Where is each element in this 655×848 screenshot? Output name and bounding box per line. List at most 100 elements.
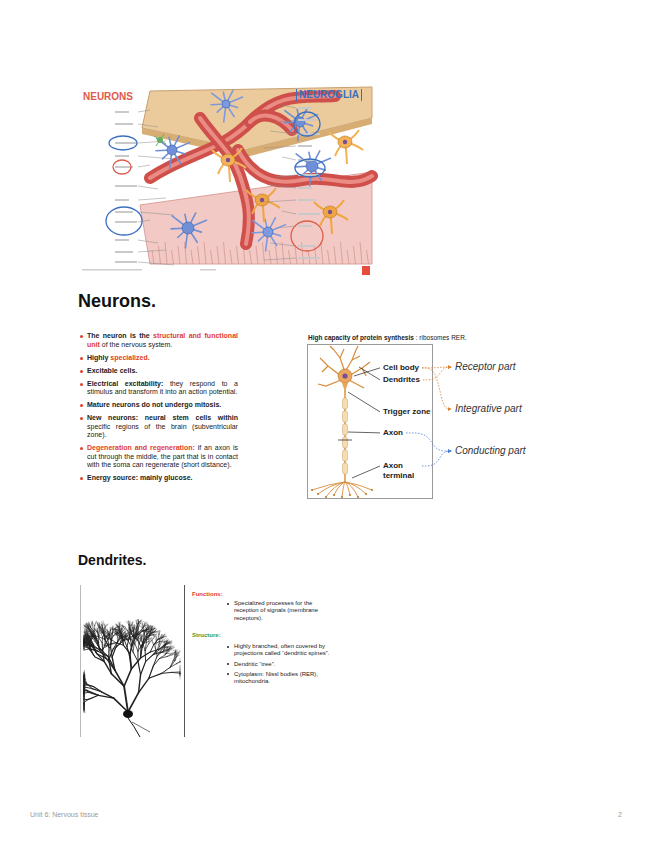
drawing-part [100, 630, 101, 633]
drawing-part [84, 640, 86, 642]
figure-heading: NEUROGLIA [296, 89, 362, 101]
drawing-part [84, 689, 85, 691]
bullet-text: New neurons: neural stem cells within sp… [80, 414, 238, 440]
drawing-part [172, 250, 174, 264]
drawing-part [84, 643, 85, 645]
drawing-part [138, 141, 166, 143]
drawing-part [84, 637, 87, 639]
drawing-part [200, 269, 216, 271]
drawing-part [88, 623, 91, 626]
drawing-part [263, 227, 273, 237]
drawing-part [180, 673, 181, 674]
drawing-part [111, 647, 113, 657]
drawing-part [298, 213, 320, 215]
drawing-part [101, 625, 103, 628]
drawing-part [133, 628, 135, 631]
drawing-part [95, 621, 97, 625]
drawing-part [323, 206, 337, 218]
drawing-part [151, 628, 155, 629]
drawing-part [133, 634, 137, 638]
drawing-part [154, 631, 158, 633]
drawing-part [84, 691, 85, 693]
drawing-part [118, 629, 120, 632]
drawing-part [182, 222, 194, 234]
drawing-part [136, 623, 138, 627]
drawing-part [117, 632, 120, 634]
drawing-part [84, 673, 85, 676]
drawing-part [130, 644, 133, 652]
drawing-part [151, 640, 153, 643]
drawing-part [88, 639, 90, 643]
drawing-part [84, 689, 85, 690]
drawing-part [133, 652, 138, 662]
drawing-part [348, 392, 380, 412]
part-label: Cell body [383, 363, 419, 373]
drawing-part [84, 692, 88, 693]
drawing-part [88, 626, 90, 629]
drawing-part [128, 718, 140, 737]
drawing-part [135, 620, 137, 623]
drawing-part [84, 636, 86, 640]
drawing-part [115, 199, 129, 201]
drawing-part [333, 494, 335, 496]
drawing-part [146, 654, 154, 661]
emphasis: stem [172, 414, 188, 421]
drawing-part [334, 350, 345, 372]
drawing-part [120, 630, 121, 633]
drawing-part [84, 642, 85, 643]
drawing-part [164, 641, 166, 645]
drawing-part [109, 630, 111, 634]
drawing-part [167, 145, 177, 155]
drawing-part [172, 672, 180, 674]
drawing-part [217, 246, 219, 264]
drawing-part [121, 634, 123, 636]
emphasis: High [308, 334, 322, 341]
drawing-part [99, 628, 100, 632]
drawing-part [130, 631, 133, 634]
drawing-part [298, 225, 312, 227]
drawing-part [84, 683, 85, 685]
drawing-part [115, 111, 129, 113]
page-footer: Unit 6: Nervous tissue [30, 811, 98, 820]
drawing-part [295, 246, 297, 264]
slide-marker [362, 266, 370, 275]
drawing-part [115, 123, 133, 125]
drawing-part [94, 629, 97, 631]
bullet-text: Energy source: mainly glucose. [80, 474, 238, 483]
emphasis: cells [196, 414, 212, 421]
drawing-part [159, 634, 161, 639]
drawing-part [311, 489, 313, 491]
drawing-part [143, 640, 148, 644]
drawing-part [166, 641, 169, 645]
drawing-part [109, 635, 111, 640]
drawing-part [92, 634, 94, 638]
drawing-part [179, 673, 180, 674]
drawing-part [84, 689, 85, 690]
drawing-part [118, 633, 121, 636]
drawing-part [138, 262, 174, 265]
drawing-part [168, 648, 170, 651]
function-label: Integrative part [455, 403, 522, 415]
emphasis: not [152, 401, 163, 408]
drawing-part [282, 242, 284, 264]
drawing-part [84, 690, 85, 691]
emphasis: source: [113, 474, 138, 481]
drawing-part [128, 637, 132, 639]
emphasis: structural [153, 332, 185, 339]
drawing-part [264, 200, 296, 202]
drawing-part [98, 636, 100, 642]
section-heading: Neurons. [78, 291, 156, 313]
drawing-part [157, 651, 163, 656]
drawing-part [167, 654, 172, 657]
drawing-part [84, 639, 85, 641]
drawing-part [138, 110, 150, 112]
drawing-part [130, 628, 132, 631]
emphasis: Degeneration [87, 444, 132, 451]
drawing-part [91, 622, 92, 627]
drawing-part [105, 639, 109, 648]
drawing-part [422, 368, 451, 409]
drawing-part [84, 683, 85, 685]
emphasis: and [135, 444, 147, 451]
drawing-part [160, 655, 166, 659]
drawing-part [84, 649, 89, 651]
